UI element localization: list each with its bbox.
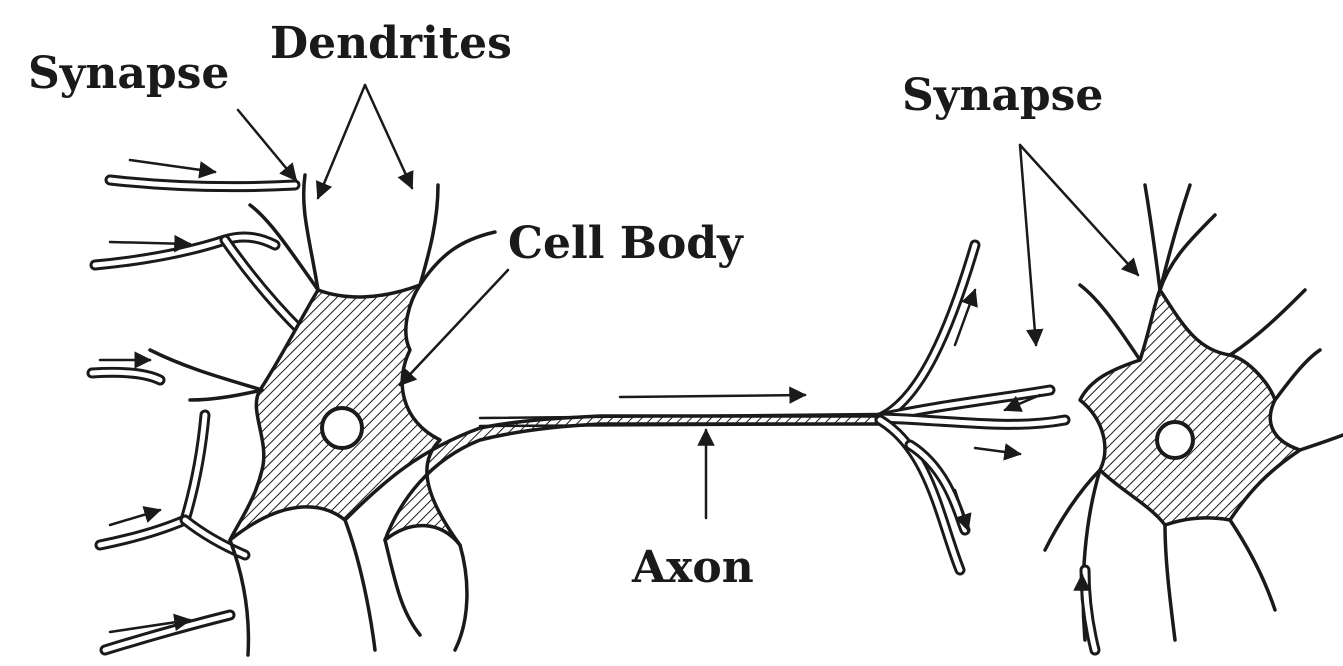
dendrites-label: Dendrites (270, 18, 512, 69)
signal-arrows-left (100, 160, 215, 632)
axon-label: Axon (631, 542, 754, 593)
cell-body-label: Cell Body (508, 218, 744, 269)
axon (480, 395, 880, 518)
synapse-label-left: Synapse (28, 48, 229, 99)
synapse-label-right: Synapse (902, 70, 1103, 121)
axon-terminals (880, 245, 1065, 570)
